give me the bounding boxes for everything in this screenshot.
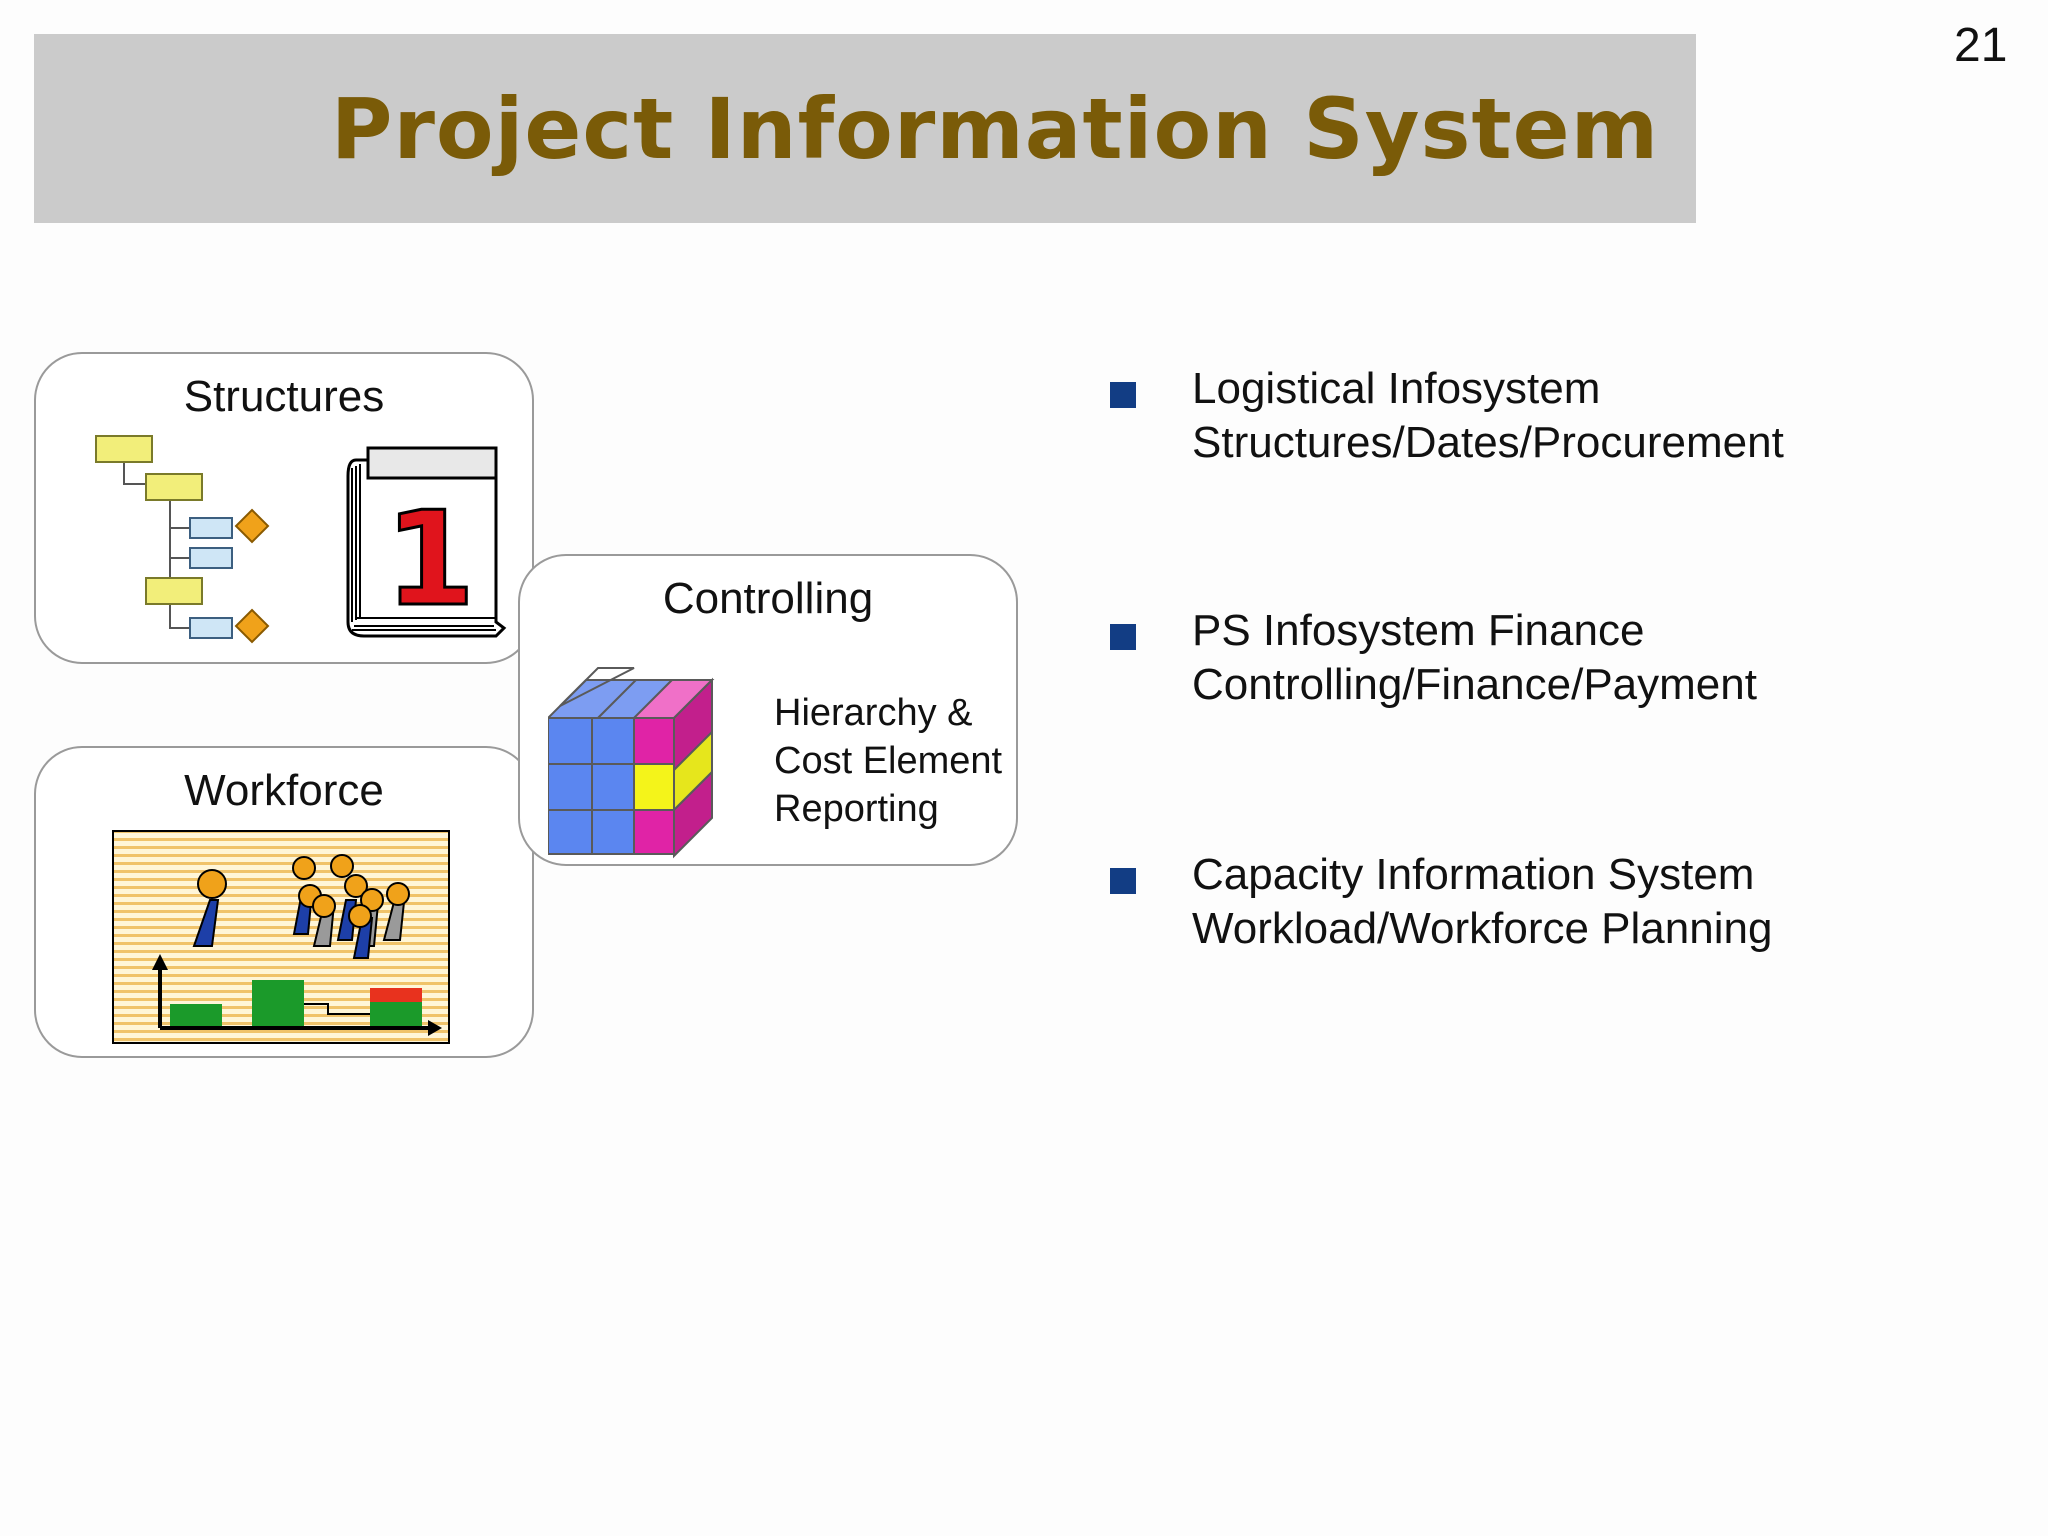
title-bar: Project Information System xyxy=(34,34,1696,223)
bullet-heading: Logistical Infosystem xyxy=(1192,364,1601,413)
controlling-caption-line-2: Cost Element xyxy=(774,740,1003,782)
bullet-subheading: Workload/Workforce Planning xyxy=(1192,904,1773,953)
controlling-panel: Controlling Hierarchy & Cost Element Rep… xyxy=(518,554,1018,866)
structures-title: Structures xyxy=(183,372,385,421)
bullet-square-icon xyxy=(1110,624,1136,650)
slide-title: Project Information System xyxy=(330,79,1660,178)
controlling-caption-line-3: Reporting xyxy=(774,788,939,830)
calendar-digit: 1 xyxy=(385,483,475,635)
controlling-caption-line-1: Hierarchy & xyxy=(774,692,973,734)
workforce-title: Workforce xyxy=(184,766,384,815)
controlling-title: Controlling xyxy=(662,574,874,623)
page-number: 21 xyxy=(1954,19,2008,72)
capacity-chart-icon xyxy=(112,830,450,1044)
workforce-panel: Workforce xyxy=(34,746,534,1058)
hierarchy-tree-icon xyxy=(95,435,270,644)
calendar-icon: 1 xyxy=(346,446,507,638)
bullet-heading: Capacity Information System xyxy=(1192,850,1755,899)
bullet-subheading: Structures/Dates/Procurement xyxy=(1192,418,1784,467)
data-cube-icon xyxy=(548,667,715,859)
structures-panel: Structures 1 xyxy=(34,352,534,664)
bullet-subheading: Controlling/Finance/Payment xyxy=(1192,660,1757,709)
bullet-square-icon xyxy=(1110,382,1136,408)
bullet-square-icon xyxy=(1110,868,1136,894)
bullet-heading: PS Infosystem Finance xyxy=(1192,606,1645,655)
